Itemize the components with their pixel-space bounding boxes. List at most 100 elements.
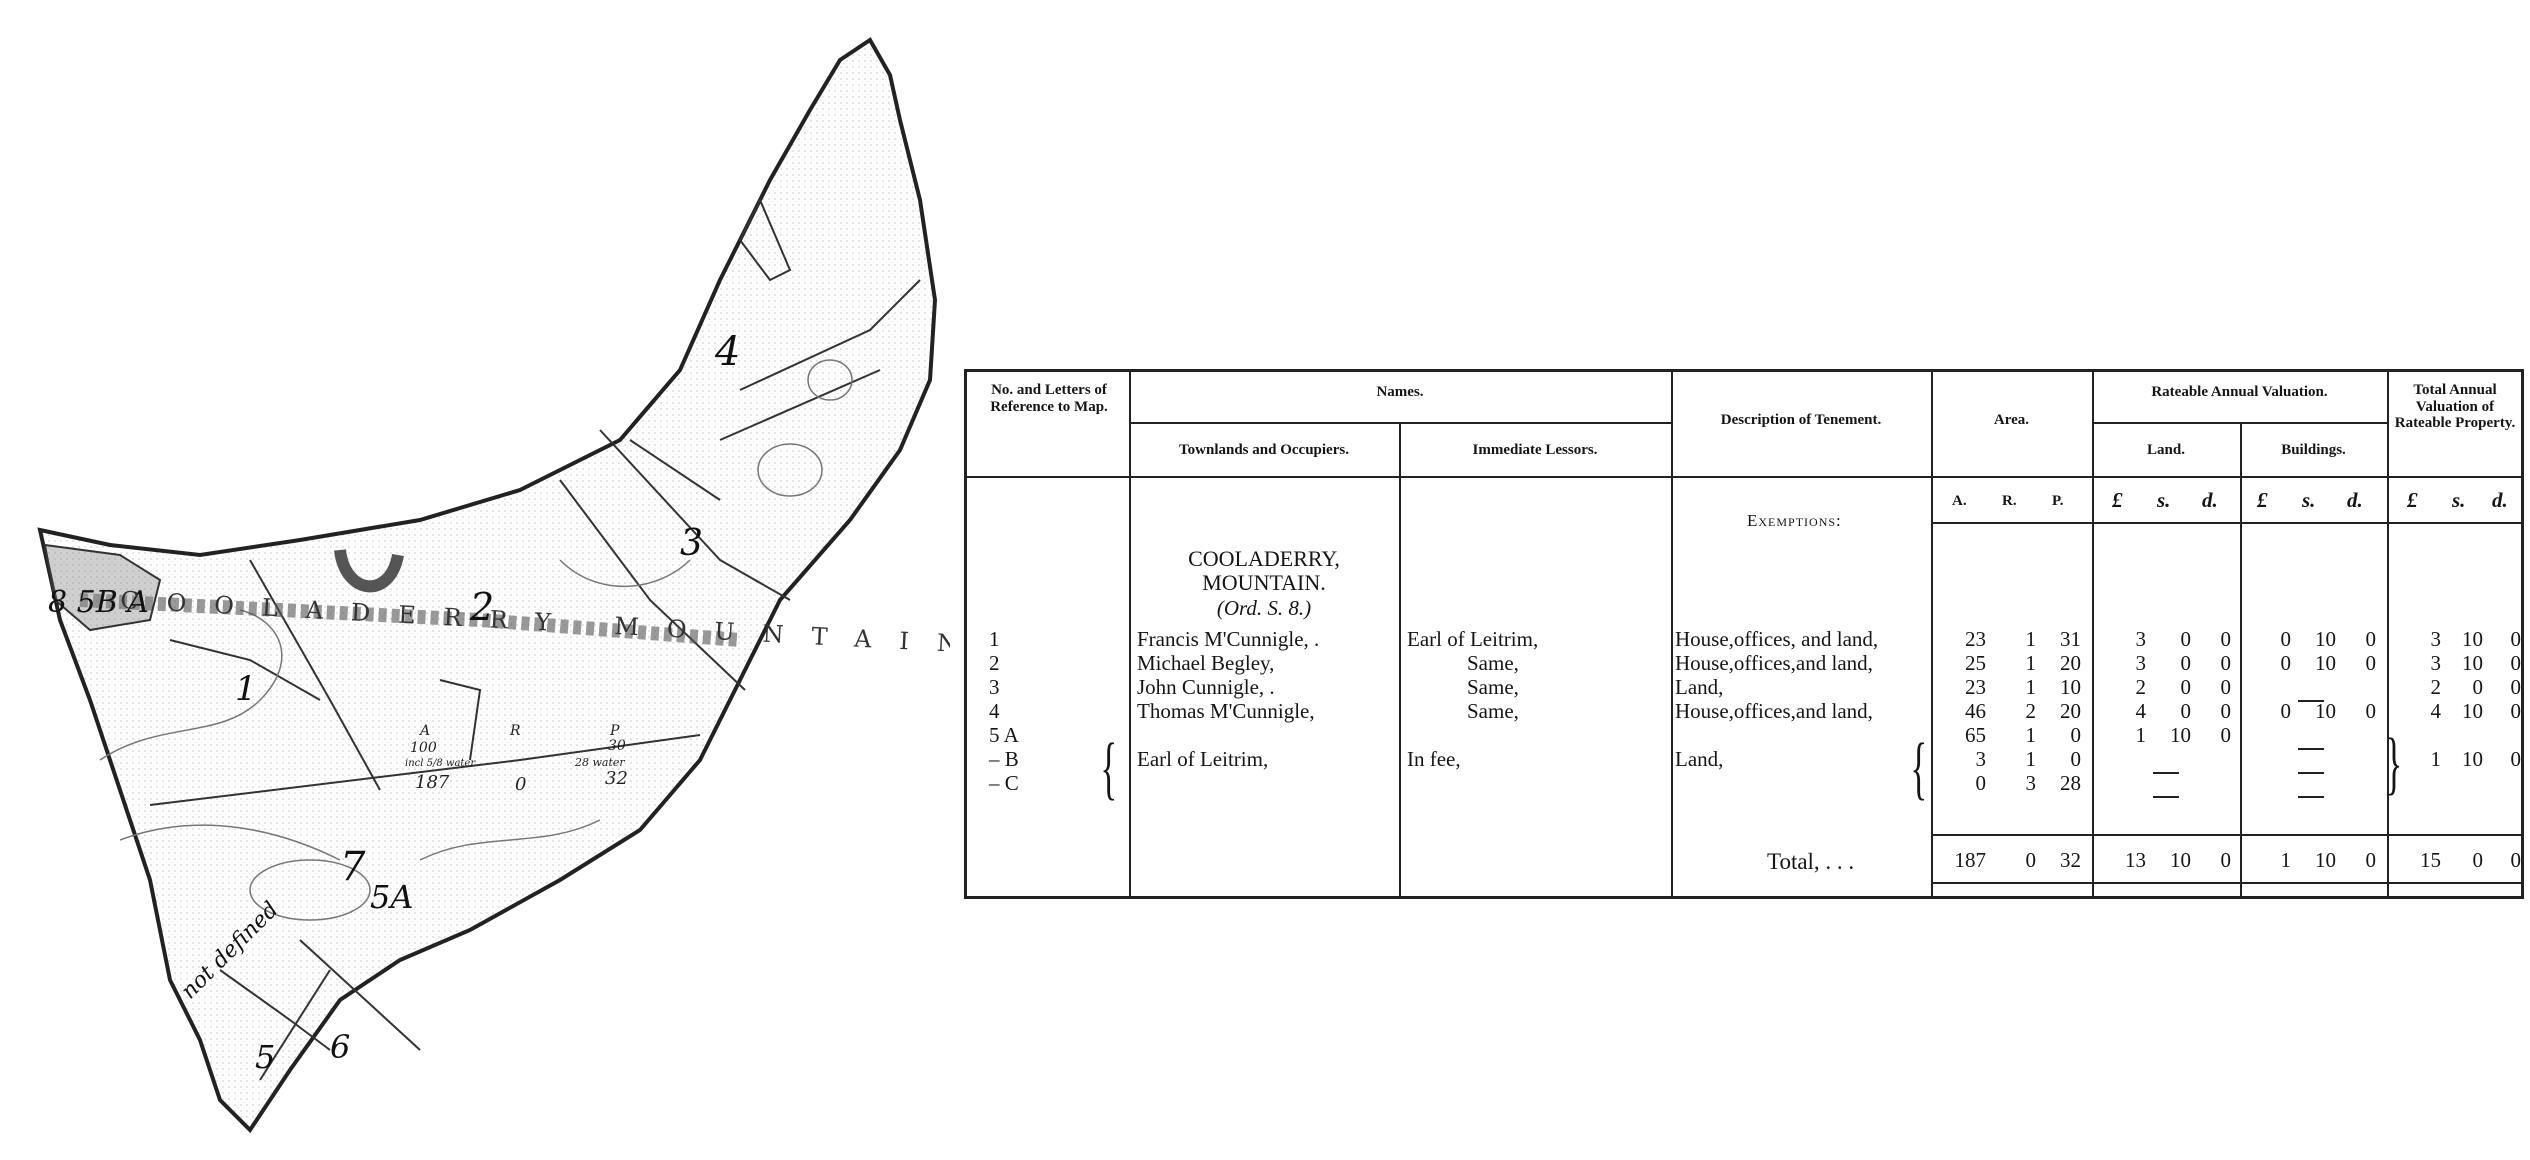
area-value-3-2: 10 <box>2060 675 2081 699</box>
parcel-number-7a: 5A <box>370 878 413 916</box>
unit-perches: P. <box>2052 493 2064 509</box>
unit-buildings-shillings: s. <box>2302 488 2316 512</box>
total-value-3-0: 2 <box>2430 675 2442 699</box>
unit-land-pounds: £ <box>2112 488 2123 512</box>
parcel-number-7: 7 <box>340 844 366 890</box>
buildings-value-2-1: 10 <box>2315 651 2336 675</box>
unit-acres: A. <box>1952 493 1967 509</box>
buildings-value-total-2: 0 <box>2365 848 2377 872</box>
buildings-dash-g2 <box>2298 781 2324 802</box>
header-total-valuation: Total Annual Valuation of Rateable Prope… <box>2394 382 2516 431</box>
header-buildings: Buildings. <box>2281 442 2346 458</box>
area-value-g2-1: 3 <box>2025 771 2037 795</box>
buildings-value-total-1: 10 <box>2315 848 2336 872</box>
land-value-2-1: 0 <box>2180 651 2192 675</box>
row-lessor-3: Same, <box>1467 675 1519 699</box>
total-value-2-0: 3 <box>2430 651 2442 675</box>
buildings-dash-3 <box>2298 685 2324 706</box>
group-reference-0: 5 A <box>989 723 1019 747</box>
area-value-1-2: 31 <box>2060 627 2081 651</box>
buildings-value-2-0: 0 <box>2280 651 2292 675</box>
land-value-3-2: 0 <box>2220 675 2232 699</box>
group-reference-1: – B <box>989 747 1019 771</box>
area-brace: { <box>1910 730 1928 807</box>
land-value-4-1: 0 <box>2180 699 2192 723</box>
header-townlands-occupiers: Townlands and Occupiers. <box>1179 442 1349 458</box>
area-note-water: incl 5/8 water <box>405 758 476 769</box>
buildings-value-4-0: 0 <box>2280 699 2292 723</box>
area-note-r: R <box>509 723 521 739</box>
townland-outline <box>37 37 938 1134</box>
row-occupier-2: Michael Begley, <box>1137 651 1275 675</box>
area-value-g0-0: 65 <box>1965 723 1986 747</box>
area-note-p: P <box>609 723 620 739</box>
land-dash-g1 <box>2153 757 2179 778</box>
parcel-number-1: 1 <box>235 669 257 709</box>
header-rateable-valuation: Rateable Annual Valuation. <box>2151 384 2328 400</box>
land-value-3-1: 0 <box>2180 675 2192 699</box>
total-value-g-0: 1 <box>2430 747 2442 771</box>
total-value-1-2: 0 <box>2510 627 2522 651</box>
reference-brace: { <box>1100 730 1118 807</box>
group-description: Land, <box>1675 747 1724 771</box>
row-description-2: House,offices,and land, <box>1675 651 1873 675</box>
area-note-187: 187 <box>415 772 450 793</box>
header-immediate-lessors: Immediate Lessors. <box>1472 442 1598 458</box>
unit-roods: R. <box>2002 493 2017 509</box>
area-value-g1-2: 0 <box>2070 747 2082 771</box>
land-value-1-2: 0 <box>2220 627 2232 651</box>
land-value-1-1: 0 <box>2180 627 2192 651</box>
row-lessor-2: Same, <box>1467 651 1519 675</box>
unit-total-pence: d. <box>2492 488 2508 512</box>
total-value-3-1: 0 <box>2472 675 2484 699</box>
total-value-1-1: 10 <box>2462 627 2483 651</box>
land-value-g0-0: 1 <box>2135 723 2147 747</box>
area-value-g2-0: 0 <box>1975 771 1987 795</box>
townland-map: 8 5B A 1 2 3 4 7 5A 5 6 not defined COOL… <box>37 37 950 1134</box>
unit-buildings-pounds: £ <box>2257 488 2268 512</box>
area-value-4-1: 2 <box>2025 699 2037 723</box>
total-value-total-2: 0 <box>2510 848 2522 872</box>
area-note-a: A <box>418 723 430 739</box>
area-value-total-2: 32 <box>2060 848 2081 872</box>
area-note-28-water: 28 water <box>574 756 625 769</box>
valuation-table: No. and Letters of Reference to Map. Nam… <box>964 369 2524 899</box>
total-value-g-2: 0 <box>2510 747 2522 771</box>
row-description-4: House,offices,and land, <box>1675 699 1873 723</box>
total-label: Total, . . . <box>1767 849 1855 874</box>
area-note-0: 0 <box>515 774 526 795</box>
area-value-4-2: 20 <box>2060 699 2081 723</box>
row-reference-2: 2 <box>989 651 1000 675</box>
area-value-g0-1: 1 <box>2025 723 2037 747</box>
buildings-value-4-1: 10 <box>2315 699 2336 723</box>
parcel-number-5: 6 <box>330 1028 350 1066</box>
row-description-1: House,offices, and land, <box>1675 627 1879 651</box>
total-value-2-2: 0 <box>2510 651 2522 675</box>
row-reference-1: 1 <box>989 627 1000 651</box>
buildings-dash-g1 <box>2298 757 2324 778</box>
area-note-100: 100 <box>410 740 437 756</box>
land-value-2-2: 0 <box>2220 651 2232 675</box>
land-value-3-0: 2 <box>2135 675 2147 699</box>
area-note-32: 32 <box>605 768 628 789</box>
land-value-total-2: 0 <box>2220 848 2232 872</box>
unit-land-shillings: s. <box>2157 488 2171 512</box>
unit-total-shillings: s. <box>2452 488 2466 512</box>
header-area: Area. <box>1993 412 2030 428</box>
row-occupier-1: Francis M'Cunnigle, . <box>1137 627 1320 651</box>
area-value-2-0: 25 <box>1965 651 1986 675</box>
area-value-total-0: 187 <box>1954 848 1987 872</box>
parcel-number-2: 2 <box>469 585 494 629</box>
total-value-total-0: 15 <box>2420 848 2441 872</box>
row-lessor-1: Earl of Leitrim, <box>1407 627 1539 651</box>
total-value-2-1: 10 <box>2462 651 2483 675</box>
buildings-value-2-2: 0 <box>2365 651 2377 675</box>
header-land: Land. <box>2147 442 2185 458</box>
area-value-2-2: 20 <box>2060 651 2081 675</box>
buildings-value-4-2: 0 <box>2365 699 2377 723</box>
header-reference: No. and Letters of Reference to Map. <box>990 382 1108 415</box>
ordnance-sheet: (Ord. S. 8.) <box>1216 596 1312 620</box>
total-value-1-0: 3 <box>2430 627 2442 651</box>
total-value-3-2: 0 <box>2510 675 2522 699</box>
buildings-value-1-0: 0 <box>2280 627 2292 651</box>
